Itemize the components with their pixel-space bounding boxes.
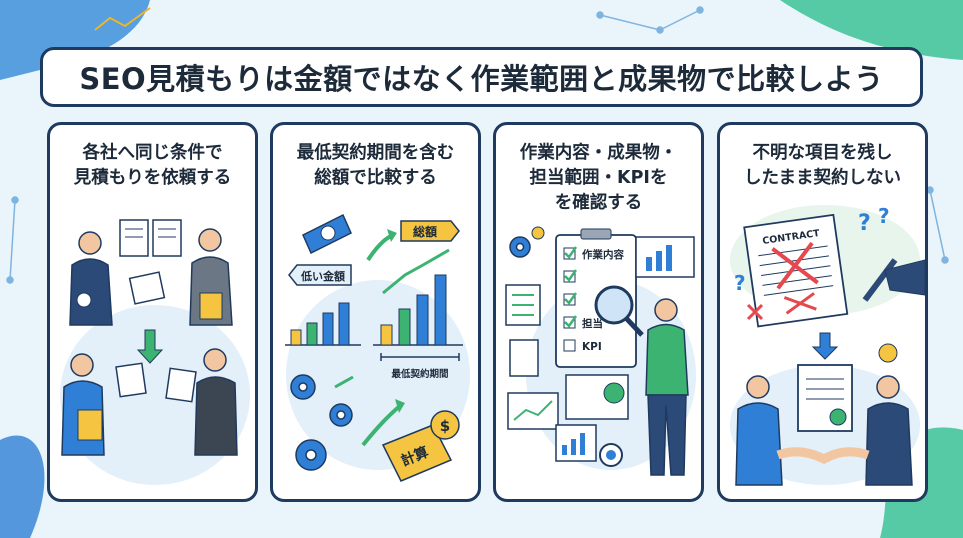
total-cost-comparison-illustration: 総額 低い金額 最低契約期間: [285, 213, 470, 482]
panel-1-title-line-1: 各社へ同じ条件で: [82, 143, 223, 163]
panel-2-title-line-1: 最低契約期間を含む: [296, 143, 455, 163]
checklist-item-1: 作業内容: [582, 248, 624, 261]
tag-low-label: 低い金額: [300, 269, 345, 283]
panel-2-title-line-2: 総額で比較する: [314, 168, 437, 188]
svg-text:?: ?: [734, 271, 746, 295]
panel-4-title: 不明な項目を残し したまま契約しない: [720, 141, 925, 191]
cross-icon: [746, 303, 764, 321]
no-unclear-contract-illustration: CONTRACT ? ? ?: [730, 204, 925, 486]
magnifier-icon: [594, 285, 634, 325]
panel-3-title: 作業内容・成果物・ 担当範囲・KPIを を確認する: [496, 141, 701, 216]
panel-3-title-line-3: を確認する: [554, 193, 643, 213]
contract-document: CONTRACT: [743, 213, 849, 328]
scope-checklist-illustration: 作業内容 担当 KPI: [505, 226, 696, 476]
handshake-icon: [776, 447, 870, 465]
panel-1-title: 各社へ同じ条件で 見積もりを依頼する: [50, 141, 255, 191]
question-icon: ?: [858, 211, 871, 236]
total-cost-bar-chart: [373, 248, 463, 346]
step-panel-4: 不明な項目を残し したまま契約しない CONTRACT ? ? ?: [717, 122, 928, 502]
step-panel-3: 作業内容・成果物・ 担当範囲・KPIを を確認する 作業内容 担当 KPI: [493, 122, 704, 502]
lightbulb-icon: [878, 343, 898, 363]
small-gear-icon: [531, 226, 545, 240]
check-icon: [829, 408, 847, 426]
step-panel-2: 最低契約期間を含む 総額で比較する 総額 低い金額: [270, 122, 481, 502]
gear-icon: [290, 374, 353, 471]
tag-total-label: 総額: [413, 224, 437, 239]
checklist-item-5: KPI: [582, 341, 602, 353]
svg-text:$: $: [440, 417, 450, 435]
panel-3-title-line-2: 担当範囲・KPIを: [529, 168, 668, 188]
checklist-item-4: 担当: [582, 317, 603, 330]
low-cost-bar-chart: [285, 302, 361, 346]
step-panel-1: 各社へ同じ条件で 見積もりを依頼する: [47, 122, 258, 502]
panel-2-title: 最低契約期間を含む 総額で比較する: [273, 141, 478, 191]
panel-4-title-line-1: 不明な項目を残し: [752, 143, 893, 163]
panel-1-title-line-2: 見積もりを依頼する: [73, 168, 232, 188]
svg-text:?: ?: [878, 204, 890, 228]
period-label: 最低契約期間: [391, 368, 448, 380]
gear-icon: [509, 236, 531, 258]
coin-icon: [430, 410, 460, 440]
price-tag-icon: [302, 213, 352, 255]
page-title: SEO見積もりは金額ではなく作業範囲と成果物で比較しよう: [40, 47, 923, 107]
pen-icon: [862, 258, 898, 302]
request-quotes-illustration: [60, 219, 250, 485]
panel-4-title-line-2: したまま契約しない: [744, 168, 901, 188]
panel-3-title-line-1: 作業内容・成果物・: [519, 143, 678, 163]
